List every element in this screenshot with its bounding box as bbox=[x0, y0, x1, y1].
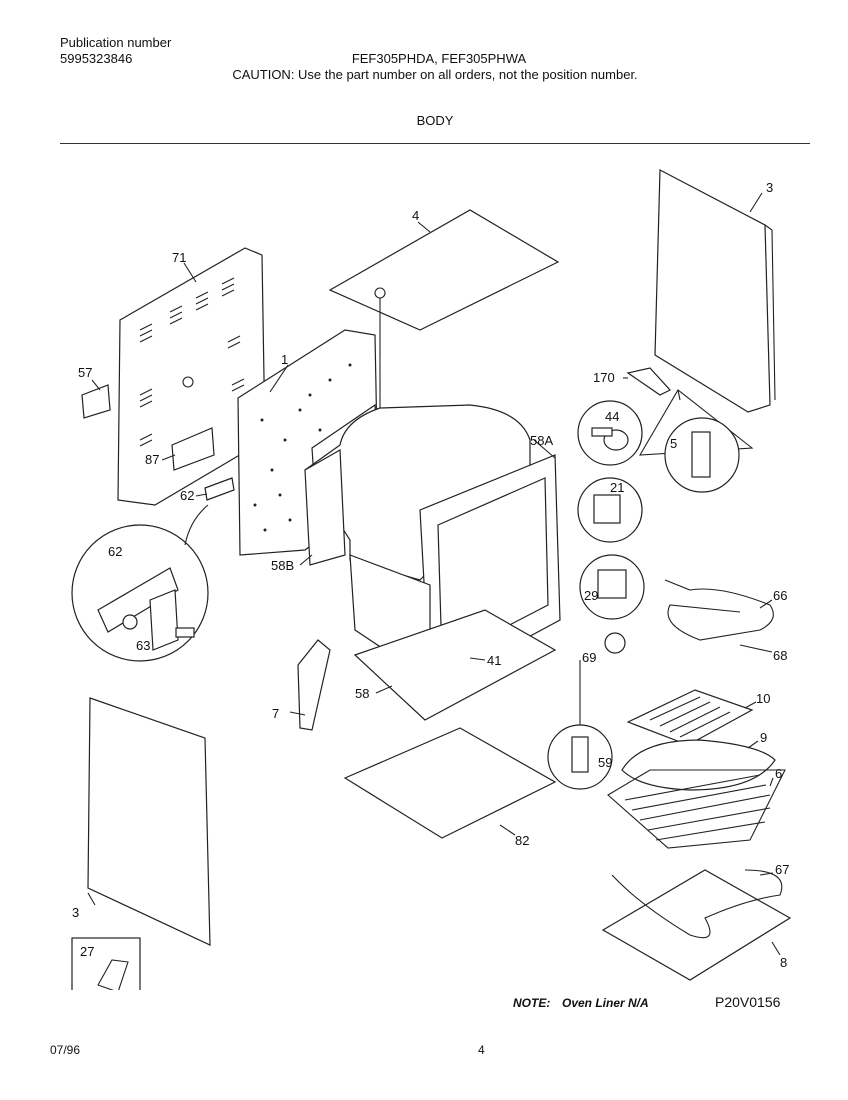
detail-27-inset bbox=[71, 937, 141, 990]
callout-1: 1 bbox=[281, 352, 288, 367]
callout-63: 63 bbox=[136, 638, 150, 653]
callout-71: 71 bbox=[172, 250, 186, 265]
header-divider bbox=[60, 143, 810, 144]
callout-10: 10 bbox=[756, 691, 770, 706]
callout-44: 44 bbox=[605, 409, 619, 424]
revision-date: 07/96 bbox=[50, 1043, 81, 1057]
detail-62-63-magnified bbox=[71, 504, 209, 662]
part-9-broiler-pan bbox=[621, 739, 776, 791]
part-66-broil-element bbox=[664, 579, 774, 641]
callout-4: 4 bbox=[412, 208, 419, 223]
exploded-parts-diagram: 71 57 1 87 62 62 63 4 3 170 44 5 58A 21 … bbox=[71, 169, 792, 990]
part-57-bracket bbox=[81, 384, 111, 419]
callout-8: 8 bbox=[780, 955, 787, 970]
part-67-bake-element bbox=[611, 869, 783, 939]
part-44-knob bbox=[577, 400, 643, 466]
callout-21: 21 bbox=[610, 480, 624, 495]
callout-58A: 58A bbox=[530, 433, 553, 448]
publication-label: Publication number bbox=[60, 35, 172, 50]
callout-3-bottom: 3 bbox=[72, 905, 79, 920]
part-71-rear-panel bbox=[117, 247, 266, 506]
callout-62-detail: 62 bbox=[108, 544, 122, 559]
part-5-leg-leveler bbox=[639, 389, 754, 493]
callout-66: 66 bbox=[773, 588, 787, 603]
callout-9: 9 bbox=[760, 730, 767, 745]
part-69-button bbox=[604, 632, 626, 654]
part-3-side-panel-top bbox=[654, 169, 776, 413]
part-8-oven-bottom bbox=[601, 869, 792, 981]
callout-87: 87 bbox=[145, 452, 159, 467]
part-87-bracket bbox=[171, 427, 215, 471]
callout-58: 58 bbox=[355, 686, 369, 701]
part-58-oven-cavity bbox=[304, 404, 561, 721]
part-170-clip bbox=[626, 367, 671, 396]
callout-62: 62 bbox=[180, 488, 194, 503]
callout-59: 59 bbox=[598, 755, 612, 770]
callout-170: 170 bbox=[593, 370, 615, 385]
page-number: 4 bbox=[478, 1043, 485, 1057]
part-4-top-panel bbox=[328, 209, 560, 331]
callout-69: 69 bbox=[582, 650, 596, 665]
caution-note: CAUTION: Use the part number on all orde… bbox=[232, 67, 638, 82]
callout-41: 41 bbox=[487, 653, 501, 668]
callout-3-top: 3 bbox=[766, 180, 773, 195]
part-21-bracket bbox=[577, 477, 643, 543]
callout-68: 68 bbox=[773, 648, 787, 663]
part-6-oven-rack bbox=[607, 769, 786, 849]
callout-29: 29 bbox=[584, 588, 598, 603]
note-text: Oven Liner N/A bbox=[562, 996, 649, 1010]
section-title: BODY bbox=[416, 113, 454, 128]
callout-67: 67 bbox=[775, 862, 789, 877]
publication-number: 5995323846 bbox=[60, 51, 133, 66]
part-82-bottom-panel bbox=[343, 727, 557, 839]
part-59-support bbox=[547, 724, 613, 790]
callout-7: 7 bbox=[272, 706, 279, 721]
part-29-receptacle bbox=[579, 554, 645, 620]
callout-57: 57 bbox=[78, 365, 92, 380]
leader-lines bbox=[87, 192, 781, 956]
callout-58B: 58B bbox=[271, 558, 294, 573]
figure-code: P20V0156 bbox=[715, 994, 781, 1010]
note-label: NOTE: bbox=[513, 996, 551, 1010]
callout-82: 82 bbox=[515, 833, 529, 848]
callout-27: 27 bbox=[80, 944, 94, 959]
part-62-terminal-block bbox=[204, 477, 235, 501]
callout-6: 6 bbox=[775, 766, 782, 781]
part-7-hinge bbox=[297, 639, 331, 731]
model-numbers: FEF305PHDA, FEF305PHWA bbox=[351, 51, 527, 66]
callout-5: 5 bbox=[670, 436, 677, 451]
part-10-broiler-grid bbox=[626, 689, 754, 746]
part-3-side-panel-bottom bbox=[87, 697, 211, 946]
